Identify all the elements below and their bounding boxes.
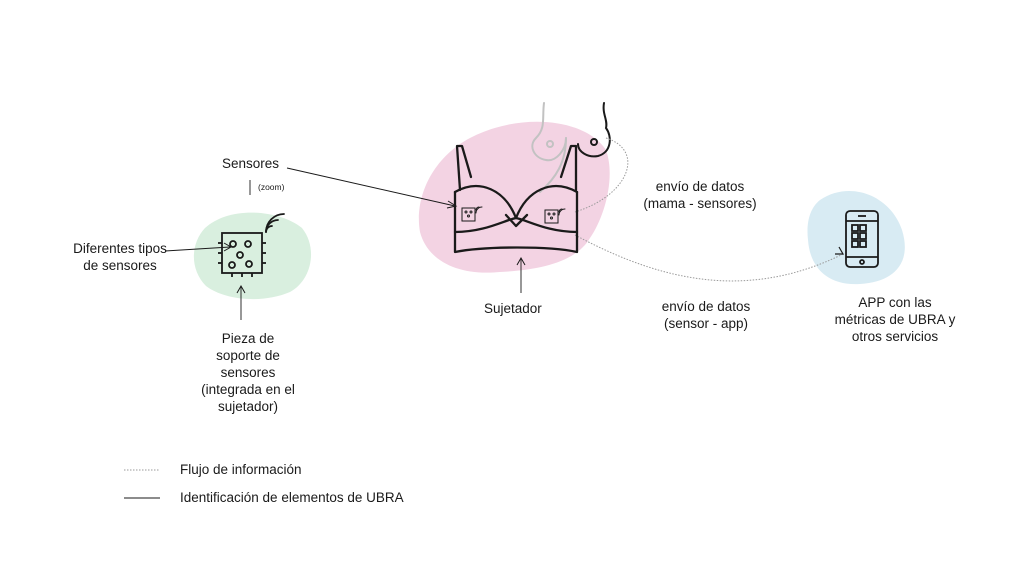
label-line: métricas de UBRA y xyxy=(834,312,956,327)
label-line: Pieza de xyxy=(221,331,275,346)
blue-blob xyxy=(807,191,905,285)
wifi-signal-icon xyxy=(475,206,566,216)
label-tipos-sensores: Diferentes tipos de sensores xyxy=(72,240,168,274)
smartphone-app-icon xyxy=(845,210,879,268)
identification-lines xyxy=(164,167,522,320)
label-line: APP con las xyxy=(858,295,932,310)
label-sujetador: Sujetador xyxy=(484,301,542,316)
legend-identificacion: Identificación de elementos de UBRA xyxy=(180,490,404,505)
label-sensores: Sensores xyxy=(222,156,280,171)
label-line: (mama - sensores) xyxy=(643,196,757,211)
bra-icon xyxy=(453,144,579,254)
label-line: envío de datos xyxy=(661,299,751,314)
label-line: otros servicios xyxy=(851,329,939,344)
label-line: de sensores xyxy=(83,258,157,273)
label-line: envío de datos xyxy=(655,179,745,194)
label-line: soporte de xyxy=(216,348,280,363)
sensor-pins xyxy=(218,242,266,277)
label-line: Diferentes tipos xyxy=(73,241,167,256)
label-line: sensores xyxy=(220,365,276,380)
information-flow-lines xyxy=(574,137,844,282)
label-envio-app: envío de datos (sensor - app) xyxy=(636,298,776,332)
label-envio-mama: envío de datos (mama - sensores) xyxy=(630,178,770,212)
torso-icon xyxy=(577,102,611,158)
wifi-signal-icon xyxy=(265,213,285,233)
flow-arrowhead xyxy=(835,246,845,255)
label-app: APP con las métricas de UBRA y otros ser… xyxy=(820,294,970,345)
label-pieza-soporte: Pieza de soporte de sensores (integrada … xyxy=(186,330,310,415)
green-blob xyxy=(193,212,312,300)
label-line: (sensor - app) xyxy=(663,316,749,331)
legend-flujo: Flujo de información xyxy=(180,462,302,477)
sensor-chip-icon xyxy=(461,207,559,224)
label-zoom: (zoom) xyxy=(258,182,285,192)
pink-blob xyxy=(418,121,610,273)
label-line: sujetador) xyxy=(217,399,279,414)
label-line: (integrada en el xyxy=(201,382,295,397)
